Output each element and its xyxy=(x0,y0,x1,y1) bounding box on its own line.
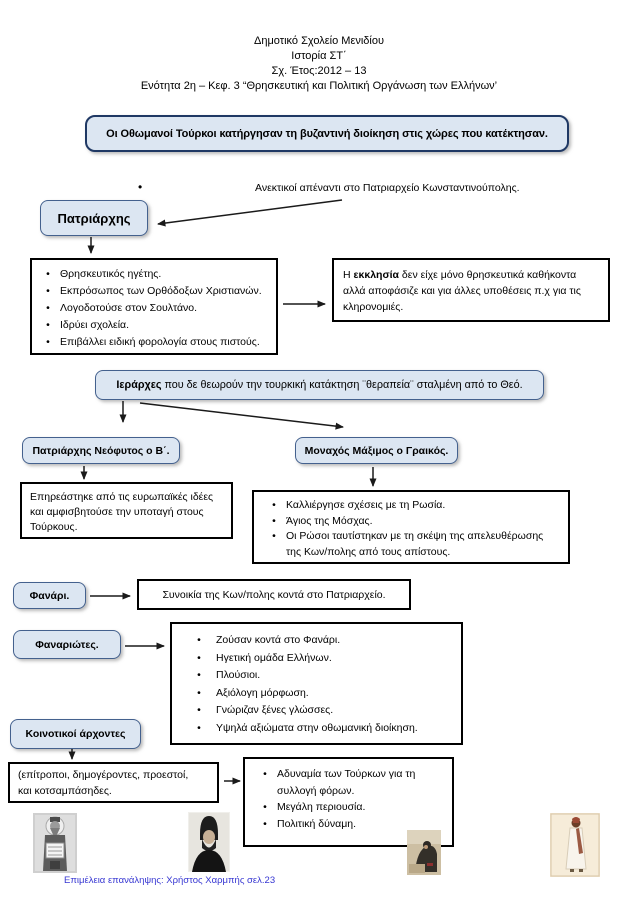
bullet-icon: • xyxy=(197,704,201,717)
bullet-icon: • xyxy=(263,817,267,830)
list-item: •Γνώριζαν ξένες γλώσσες. xyxy=(182,702,451,720)
community-synonyms-box: (επίτροποι, δημογέροντες, προεστοί, και … xyxy=(8,762,219,803)
list-item: •Αδυναμία των Τούρκων για τη συλλογή φόρ… xyxy=(253,766,444,799)
neophytos-note-text: Επηρεάστηκε από τις ευρωπαϊκές ιδέες και… xyxy=(30,491,214,533)
saint-icon-image xyxy=(33,813,77,873)
list-item: •Καλλιέργησε σχέσεις με τη Ρωσία. xyxy=(262,498,560,514)
fanariotes-label: Φαναριώτες. xyxy=(35,638,99,651)
monk-photo-image xyxy=(188,812,230,872)
bullet-icon: • xyxy=(46,285,50,297)
main-statement-text: Οι Οθωμανοί Τούρκοι κατήργησαν τη βυζαντ… xyxy=(106,127,548,140)
neophytos-node: Πατριάρχης Νεόφυτος ο Β΄. xyxy=(22,437,180,464)
document-header: Δημοτικό Σχολείο Μενιδίου Ιστορία ΣΤ΄ Σχ… xyxy=(0,34,638,94)
header-year-line: Σχ. Έτος:2012 – 13 xyxy=(271,65,367,77)
bullet-icon: • xyxy=(197,651,201,664)
list-item: •Επιβάλλει ειδική φορολογία στους πιστού… xyxy=(36,334,272,351)
bullet-icon: • xyxy=(272,530,276,542)
patriarch-node: Πατριάρχης xyxy=(40,200,148,236)
hierarchs-intro-bold: Ιεράρχες xyxy=(116,379,162,391)
bullet-icon: • xyxy=(197,669,201,682)
fanariotes-node: Φαναριώτες. xyxy=(13,630,121,659)
community-synonyms-line2: και κοτσαμπάσηδες. xyxy=(18,784,112,797)
list-item: •Λογοδοτούσε στον Σουλτάνο. xyxy=(36,300,272,317)
neophytos-note-box: Επηρεάστηκε από τις ευρωπαϊκές ιδέες και… xyxy=(20,482,233,539)
maximos-points-box: •Καλλιέργησε σχέσεις με τη Ρωσία. •Άγιος… xyxy=(252,490,570,564)
maximos-node: Μοναχός Μάξιμος ο Γραικός. xyxy=(295,437,458,464)
church-note-box: Η εκκλησία δεν είχε μόνο θρησκευτικά καθ… xyxy=(332,258,610,322)
church-note-bold: εκκλησία xyxy=(353,269,400,281)
main-statement-box: Οι Οθωμανοί Τούρκοι κατήργησαν τη βυζαντ… xyxy=(85,115,569,152)
list-item: •Αξιόλογη μόρφωση. xyxy=(182,685,451,703)
header-subject-line: Ιστορία ΣΤ΄ xyxy=(291,50,347,62)
list-item: •Εκπρόσωπος των Ορθόδοξων Χριστιανών. xyxy=(36,283,272,300)
church-note-rest: δεν είχε μόνο θρησκευτικά καθήκοντα αλλά… xyxy=(343,269,581,313)
list-item: •Πλούσιοι. xyxy=(182,667,451,685)
bullet-icon: • xyxy=(46,336,50,348)
header-unit-line: Ενότητα 2η – Κεφ. 3 “Θρησκευτική και Πολ… xyxy=(140,80,498,92)
patriarch-duties-box: •Θρησκευτικός ηγέτης. •Εκπρόσωπος των Ορ… xyxy=(30,258,278,355)
fanari-node: Φανάρι. xyxy=(13,582,86,609)
neophytos-label: Πατριάρχης Νεόφυτος ο Β΄. xyxy=(32,444,170,457)
bullet-icon: • xyxy=(46,302,50,314)
list-item: •Θρησκευτικός ηγέτης. xyxy=(36,266,272,283)
arrow-hierarchs-to-maximos xyxy=(139,402,344,430)
fanari-label: Φανάρι. xyxy=(29,589,70,602)
seated-scribe-image xyxy=(407,830,441,875)
list-item: •Οι Ρώσοι ταυτίστηκαν με τη σκέψη της απ… xyxy=(262,529,560,560)
bullet-icon: • xyxy=(197,634,201,646)
list-item: •Ζούσαν κοντά στο Φανάρι. xyxy=(182,632,451,650)
community-leaders-label: Κοινοτικοί άρχοντες xyxy=(25,728,126,740)
bullet-icon: • xyxy=(46,319,50,331)
list-item: •Πολιτική δύναμη. xyxy=(253,816,444,833)
community-points-box: •Αδυναμία των Τούρκων για τη συλλογή φόρ… xyxy=(243,757,454,847)
fanari-note-box: Συνοικία της Κων/πολης κοντά στο Πατριαρ… xyxy=(137,579,411,610)
list-item: •Ιδρύει σχολεία. xyxy=(36,317,272,334)
community-leaders-node: Κοινοτικοί άρχοντες xyxy=(10,719,141,749)
arrow-tolerance-to-patriarch xyxy=(157,199,343,227)
tolerance-note: Ανεκτικοί απέναντι στο Πατριαρχείο Κωνστ… xyxy=(255,182,520,194)
list-item: •Υψηλά αξιώματα στην οθωμανική διοίκηση. xyxy=(182,720,451,738)
church-note-prefix: Η xyxy=(343,269,354,281)
list-item: •Ηγετική ομάδα Ελλήνων. xyxy=(182,650,451,668)
fanari-note-text: Συνοικία της Κων/πολης κοντά στο Πατριαρ… xyxy=(162,588,386,601)
bullet-icon: • xyxy=(272,499,276,511)
woman-costume-image xyxy=(550,813,600,877)
patriarch-label: Πατριάρχης xyxy=(57,210,131,226)
list-item: •Άγιος της Μόσχας. xyxy=(262,514,560,530)
header-school-line: Δημοτικό Σχολείο Μενιδίου xyxy=(253,35,384,47)
hierarchs-intro-rest: που δε θεωρούν την τουρκική κατάκτηση ¨θ… xyxy=(161,379,523,391)
tolerance-bullet-dot: • xyxy=(138,180,143,194)
fanariotes-points-box: •Ζούσαν κοντά στο Φανάρι. •Ηγετική ομάδα… xyxy=(170,622,463,745)
bullet-icon: • xyxy=(46,268,50,280)
hierarchs-intro-text: Ιεράρχες που δε θεωρούν την τουρκική κατ… xyxy=(116,379,522,391)
community-synonyms-line1: (επίτροποι, δημογέροντες, προεστοί, xyxy=(18,769,189,781)
footer-credit: Επιμέλεια επανάληψης: Χρήστος Χαρμπής σε… xyxy=(64,875,276,886)
maximos-label: Μοναχός Μάξιμος ο Γραικός. xyxy=(304,444,449,457)
bullet-icon: • xyxy=(197,721,201,734)
hierarchs-intro-box: Ιεράρχες που δε θεωρούν την τουρκική κατ… xyxy=(95,370,544,400)
bullet-icon: • xyxy=(263,801,267,813)
list-item: •Μεγάλη περιουσία. xyxy=(253,799,444,816)
bullet-icon: • xyxy=(197,686,201,699)
bullet-icon: • xyxy=(263,768,267,780)
bullet-icon: • xyxy=(272,514,276,527)
